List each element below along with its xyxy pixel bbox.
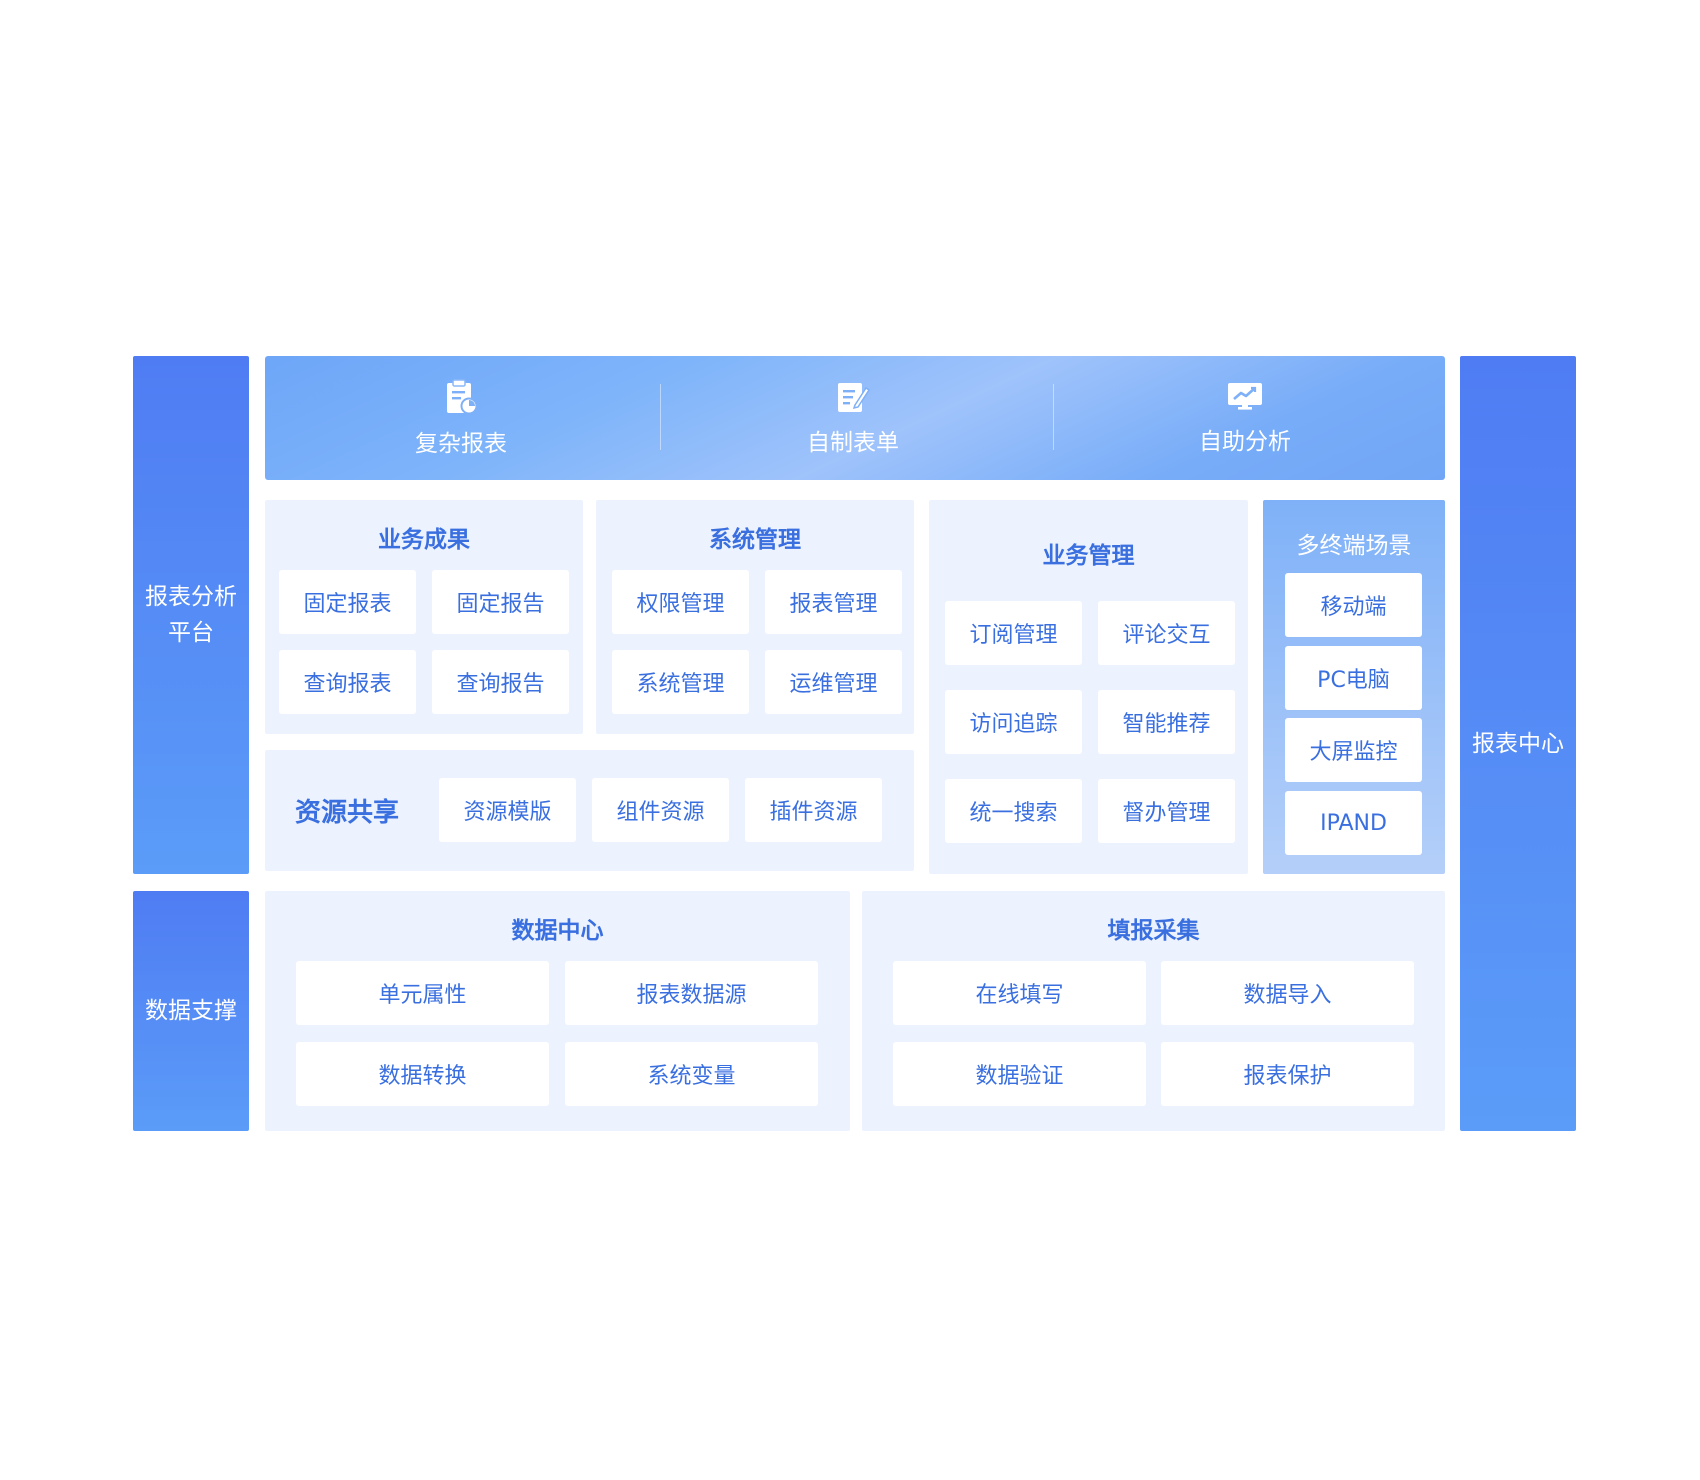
- top-item-complex-report[interactable]: 复杂报表: [265, 356, 657, 480]
- business-management-panel: 业务管理 订阅管理 评论交互 访问追踪 智能推荐 统一搜索 督办管理: [929, 500, 1248, 874]
- card-ipand[interactable]: IPAND: [1285, 791, 1422, 855]
- card-big-screen[interactable]: 大屏监控: [1285, 718, 1422, 782]
- top-item-label: 复杂报表: [415, 431, 507, 457]
- card-smart-recommend[interactable]: 智能推荐: [1098, 690, 1235, 754]
- card-access-tracking[interactable]: 访问追踪: [945, 690, 1082, 754]
- panel-title: 数据中心: [511, 918, 604, 944]
- card-permission-mgmt[interactable]: 权限管理: [612, 570, 749, 634]
- panel-title: 系统管理: [709, 527, 801, 553]
- card-unified-search[interactable]: 统一搜索: [945, 779, 1082, 843]
- card-mobile[interactable]: 移动端: [1285, 573, 1422, 637]
- top-item-label: 自制表单: [807, 430, 899, 456]
- form-edit-icon: [838, 383, 871, 412]
- monitor-trend-icon: [1228, 383, 1262, 410]
- system-management-panel: 系统管理 权限管理 报表管理 系统管理 运维管理: [596, 500, 914, 734]
- clipboard-chart-icon: [447, 379, 478, 415]
- card-cell-attribute[interactable]: 单元属性: [296, 961, 549, 1025]
- panel-title: 业务成果: [378, 527, 470, 553]
- card-report-datasource[interactable]: 报表数据源: [565, 961, 818, 1025]
- card-component-resource[interactable]: 组件资源: [592, 778, 729, 842]
- card-query-report[interactable]: 查询报表: [279, 650, 416, 714]
- data-support-bar: 数据支撑: [133, 891, 249, 1131]
- panel-title: 资源共享: [295, 798, 400, 828]
- card-query-document[interactable]: 查询报告: [432, 650, 569, 714]
- card-data-import[interactable]: 数据导入: [1161, 961, 1414, 1025]
- card-online-fill[interactable]: 在线填写: [893, 961, 1146, 1025]
- card-data-validation[interactable]: 数据验证: [893, 1042, 1146, 1106]
- top-function-bar: 复杂报表 自制表单 自助分析: [265, 356, 1445, 480]
- top-item-custom-form[interactable]: 自制表单: [657, 356, 1049, 480]
- data-center-panel: 数据中心 单元属性 报表数据源 数据转换 系统变量: [265, 891, 850, 1131]
- multi-terminal-panel: 多终端场景 移动端 PC电脑 大屏监控 IPAND: [1263, 500, 1445, 874]
- card-comment-interaction[interactable]: 评论交互: [1098, 601, 1235, 665]
- top-item-self-analysis[interactable]: 自助分析: [1049, 356, 1441, 480]
- panel-title: 多终端场景: [1296, 533, 1412, 559]
- panel-title: 业务管理: [1042, 543, 1135, 569]
- top-item-label: 自助分析: [1199, 429, 1291, 455]
- card-supervision-mgmt[interactable]: 督办管理: [1098, 779, 1235, 843]
- business-results-panel: 业务成果 固定报表 固定报告 查询报表 查询报告: [265, 500, 583, 734]
- report-analysis-platform-bar: 报表分析 平台: [133, 356, 249, 874]
- card-report-mgmt[interactable]: 报表管理: [765, 570, 902, 634]
- card-system-variable[interactable]: 系统变量: [565, 1042, 818, 1106]
- card-system-mgmt[interactable]: 系统管理: [612, 650, 749, 714]
- panel-title: 填报采集: [1107, 918, 1200, 944]
- card-ops-mgmt[interactable]: 运维管理: [765, 650, 902, 714]
- card-subscription-mgmt[interactable]: 订阅管理: [945, 601, 1082, 665]
- card-report-protection[interactable]: 报表保护: [1161, 1042, 1414, 1106]
- card-resource-template[interactable]: 资源模版: [439, 778, 576, 842]
- card-pc[interactable]: PC电脑: [1285, 646, 1422, 710]
- top-divider: [1053, 384, 1054, 450]
- card-plugin-resource[interactable]: 插件资源: [745, 778, 882, 842]
- report-center-bar: 报表中心: [1460, 356, 1576, 1131]
- top-divider: [660, 384, 661, 450]
- resource-sharing-panel: 资源共享 资源模版 组件资源 插件资源: [265, 750, 914, 871]
- card-data-conversion[interactable]: 数据转换: [296, 1042, 549, 1106]
- fill-collection-panel: 填报采集 在线填写 数据导入 数据验证 报表保护: [862, 891, 1445, 1131]
- card-fixed-document[interactable]: 固定报告: [432, 570, 569, 634]
- card-fixed-report[interactable]: 固定报表: [279, 570, 416, 634]
